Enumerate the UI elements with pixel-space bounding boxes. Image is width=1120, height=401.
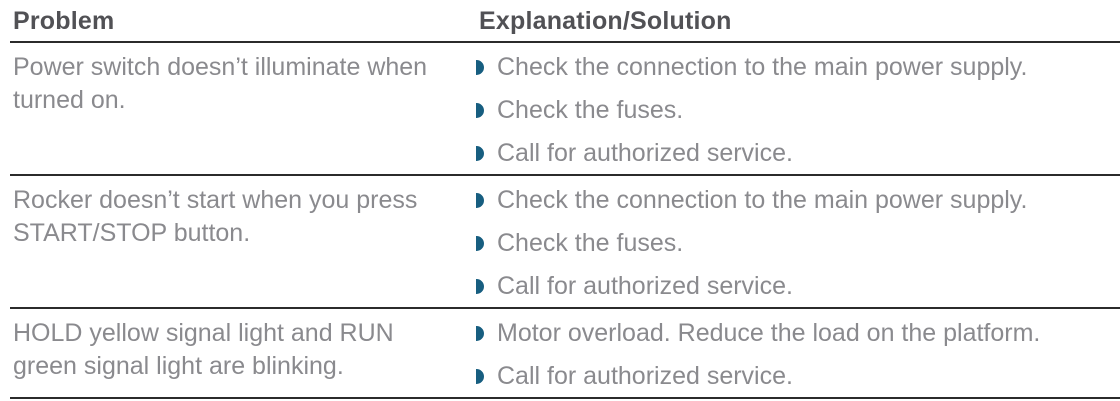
right-half-circle-bullet-icon (476, 103, 484, 118)
solution-item: Check the fuses. (476, 227, 1120, 260)
solution-item: Check the connection to the main power s… (476, 184, 1120, 217)
table-row: Rocker doesn’t start when you press STAR… (10, 176, 1120, 309)
solution-list: Check the connection to the main power s… (476, 51, 1120, 172)
table-row: Power switch doesn’t illuminate when tur… (10, 43, 1120, 176)
solution-text: Call for authorized service. (497, 139, 793, 167)
table-header-row: Problem Explanation/Solution (10, 0, 1120, 43)
solution-text: Motor overload. Reduce the load on the p… (497, 319, 1041, 347)
right-half-circle-bullet-icon (476, 60, 484, 75)
solution-list: Check the connection to the main power s… (476, 184, 1120, 305)
solution-text: Call for authorized service. (497, 362, 793, 390)
solution-item: Call for authorized service. (476, 360, 1120, 393)
right-half-circle-bullet-icon (476, 326, 484, 341)
right-half-circle-bullet-icon (476, 369, 484, 384)
table-row: HOLD yellow signal light and RUN green s… (10, 309, 1120, 399)
solution-text: Call for authorized service. (497, 272, 793, 300)
solution-item: Call for authorized service. (476, 137, 1120, 170)
solution-item: Call for authorized service. (476, 270, 1120, 303)
right-half-circle-bullet-icon (476, 279, 484, 294)
problem-column-header: Problem (13, 7, 115, 35)
right-half-circle-bullet-icon (476, 146, 484, 161)
solution-text: Check the connection to the main power s… (497, 53, 1028, 81)
solution-column-header: Explanation/Solution (479, 7, 732, 35)
solution-item: Check the fuses. (476, 94, 1120, 127)
problem-cell: HOLD yellow signal light and RUN green s… (13, 319, 394, 380)
problem-cell: Rocker doesn’t start when you press STAR… (13, 186, 418, 247)
solution-text: Check the fuses. (497, 96, 684, 124)
troubleshooting-table: Problem Explanation/Solution Power switc… (10, 0, 1120, 399)
solution-text: Check the fuses. (497, 229, 684, 257)
solution-text: Check the connection to the main power s… (497, 186, 1028, 214)
problem-cell: Power switch doesn’t illuminate when tur… (13, 53, 428, 114)
solution-item: Check the connection to the main power s… (476, 51, 1120, 84)
solution-list: Motor overload. Reduce the load on the p… (476, 317, 1120, 395)
right-half-circle-bullet-icon (476, 193, 484, 208)
right-half-circle-bullet-icon (476, 236, 484, 251)
solution-item: Motor overload. Reduce the load on the p… (476, 317, 1120, 350)
